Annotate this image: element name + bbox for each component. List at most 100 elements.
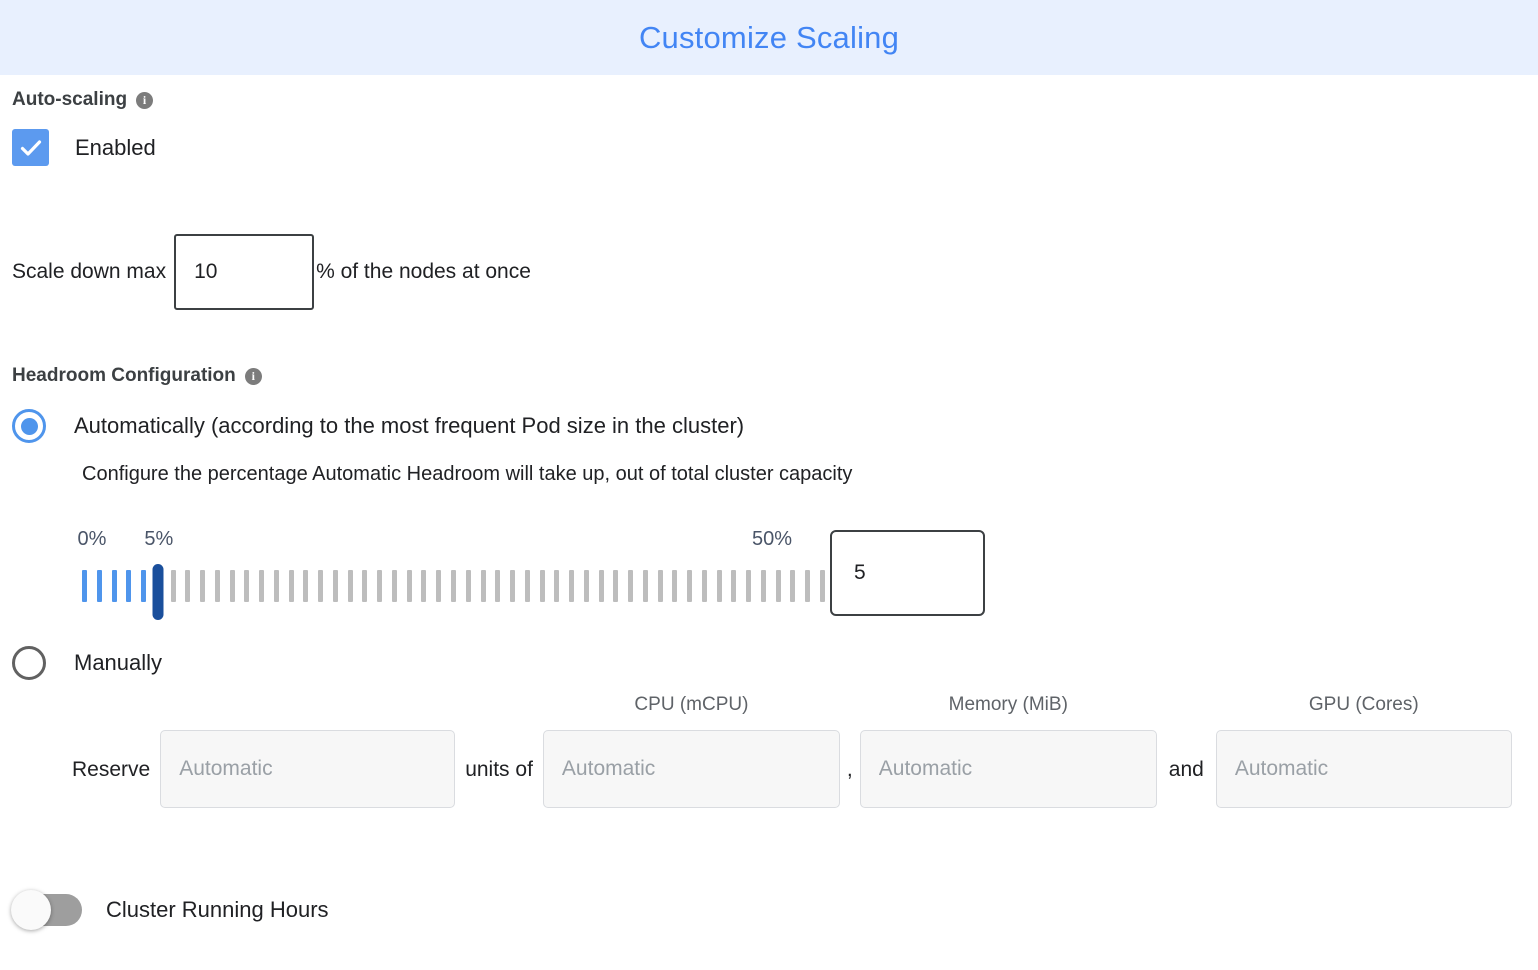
slider-tick[interactable] (170, 570, 176, 602)
slider-tick[interactable] (362, 570, 368, 602)
slider-tick[interactable] (141, 570, 147, 602)
headroom-configuration-heading: Headroom Configuration i (12, 365, 262, 387)
radio-headroom-manual-label: Manually (74, 650, 163, 675)
slider-max-label: 50% (752, 528, 793, 550)
slider-tick[interactable] (731, 570, 737, 602)
slider-tick[interactable] (672, 570, 678, 602)
slider-tick[interactable] (377, 570, 383, 602)
slider-tick[interactable] (539, 570, 545, 602)
slider-thumb[interactable] (152, 564, 164, 620)
slider-tick[interactable] (451, 570, 456, 602)
headroom-percentage-input[interactable] (830, 530, 985, 616)
auto-scaling-section: Auto-scaling i Enabled (12, 89, 1526, 166)
slider-tick[interactable] (598, 570, 604, 602)
cluster-running-hours-toggle[interactable] (11, 890, 82, 930)
slider-tick[interactable] (495, 570, 501, 602)
auto-scaling-enabled-row[interactable]: Enabled (12, 129, 1526, 166)
slider-value-label: 5% (144, 528, 174, 550)
slider-tick[interactable] (82, 570, 87, 602)
scale-down-max-row: Scale down max % of the nodes at once (12, 234, 1526, 310)
units-of-label: units of (465, 758, 533, 781)
slider-tick[interactable] (790, 570, 796, 602)
info-icon[interactable]: i (244, 367, 262, 385)
reserve-gpu-input[interactable] (1215, 730, 1512, 808)
slider-track[interactable] (82, 564, 825, 620)
reserve-prefix-label: Reserve (72, 758, 151, 781)
slider-tick[interactable] (480, 570, 486, 602)
slider-tick[interactable] (642, 570, 648, 602)
reserve-cpu-group: CPU (mCPU) (542, 694, 840, 808)
auto-scaling-enabled-checkbox[interactable] (12, 129, 49, 166)
slider-tick[interactable] (126, 570, 132, 602)
cluster-running-hours-row[interactable]: Cluster Running Hours (11, 890, 1526, 930)
page-title: Customize Scaling (638, 19, 900, 55)
slider-tick[interactable] (554, 570, 560, 602)
gpu-field-caption: GPU (Cores) (1308, 694, 1419, 715)
slider-tick[interactable] (628, 570, 634, 602)
slider-tick[interactable] (569, 570, 575, 602)
radio-headroom-automatic-label: Automatically (according to the most fre… (74, 413, 745, 438)
radio-headroom-automatic[interactable] (12, 409, 46, 443)
auto-scaling-heading: Auto-scaling i (12, 89, 154, 111)
auto-scaling-label: Auto-scaling (12, 89, 128, 110)
slider-tick[interactable] (613, 570, 619, 602)
slider-tick[interactable] (687, 570, 693, 602)
slider-tick[interactable] (805, 570, 811, 602)
slider-tick[interactable] (701, 570, 707, 602)
reserve-units-input[interactable] (160, 730, 456, 808)
slider-tick[interactable] (746, 570, 752, 602)
slider-tick[interactable] (214, 570, 220, 602)
headroom-manual-row[interactable]: Manually (12, 646, 1526, 680)
slider-tick[interactable] (391, 570, 397, 602)
scale-down-max-suffix-label: % of the nodes at once (316, 260, 531, 283)
slider-tick[interactable] (524, 570, 530, 602)
headroom-percentage-slider[interactable]: 0% 5% 50% (78, 528, 985, 620)
cluster-running-hours-label: Cluster Running Hours (106, 897, 329, 922)
cpu-field-caption: CPU (mCPU) (634, 694, 749, 715)
reserve-memory-input[interactable] (859, 730, 1157, 808)
slider-tick[interactable] (510, 570, 516, 602)
slider-tick[interactable] (716, 570, 722, 602)
slider-tick-labels: 0% 5% 50% (78, 528, 842, 554)
slider-tick[interactable] (318, 570, 324, 602)
reserve-cpu-input[interactable] (542, 730, 840, 808)
slider-tick[interactable] (760, 570, 766, 602)
dialog-header: Customize Scaling (0, 0, 1538, 75)
scale-down-max-input[interactable] (174, 234, 315, 310)
reserve-units-caption (160, 694, 455, 718)
slider-tick[interactable] (288, 570, 294, 602)
slider-tick[interactable] (259, 570, 265, 602)
slider-tick[interactable] (775, 570, 781, 602)
reserve-gpu-group: GPU (Cores) (1215, 694, 1512, 808)
dialog-body: Auto-scaling i Enabled Scale down max % … (0, 89, 1538, 930)
slider-tick[interactable] (273, 570, 279, 602)
slider-tick[interactable] (421, 570, 427, 602)
headroom-manual-section: Manually Reserve units of CPU (mCPU) , M… (12, 646, 1526, 808)
slider-tick[interactable] (347, 570, 353, 602)
slider-tick[interactable] (406, 570, 412, 602)
slider-tick[interactable] (185, 570, 191, 602)
headroom-automatic-row[interactable]: Automatically (according to the most fre… (12, 409, 1526, 443)
slider-tick[interactable] (303, 570, 309, 602)
slider-tick[interactable] (229, 570, 235, 602)
memory-field-caption: Memory (MiB) (948, 694, 1068, 715)
slider-min-label: 0% (77, 528, 107, 550)
and-separator: and (1168, 758, 1204, 781)
slider-tick[interactable] (96, 570, 102, 602)
slider-tick[interactable] (820, 570, 825, 602)
headroom-configuration-label: Headroom Configuration (12, 365, 236, 386)
slider-tick[interactable] (657, 570, 663, 602)
info-icon[interactable]: i (136, 91, 154, 109)
reserve-memory-group: Memory (MiB) (859, 694, 1157, 808)
slider-tick[interactable] (200, 570, 206, 602)
slider-tick[interactable] (244, 570, 250, 602)
scale-down-max-prefix-label: Scale down max (12, 260, 167, 283)
headroom-automatic-description: Configure the percentage Automatic Headr… (82, 463, 853, 485)
slider-tick[interactable] (436, 570, 442, 602)
slider-tick[interactable] (465, 570, 471, 602)
slider-tick[interactable] (332, 570, 338, 602)
radio-headroom-manual[interactable] (12, 646, 46, 680)
slider-tick[interactable] (111, 570, 117, 602)
slider-tick[interactable] (583, 570, 589, 602)
reserve-row: Reserve units of CPU (mCPU) , Memory (Mi… (12, 694, 1526, 808)
